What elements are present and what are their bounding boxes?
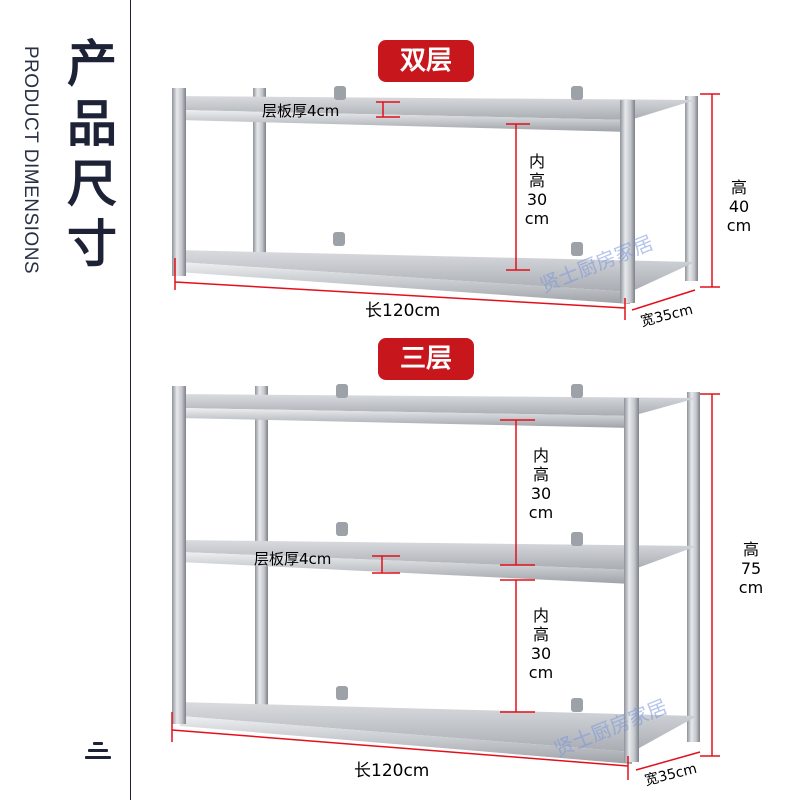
three-tier-upper-inner-height-label: 内 高 30 cm	[528, 446, 554, 522]
two-tier-height-label: 高 40 cm	[726, 178, 752, 235]
two-tier-badge: 双层	[378, 40, 474, 82]
product-dimensions-zh-title: 产 品 尺 寸	[67, 35, 117, 273]
two-tier-inner-height-label: 内 高 30 cm	[524, 152, 550, 228]
sidebar-divider	[130, 0, 131, 800]
two-tier-thickness-label: 层板厚4cm	[262, 102, 340, 120]
three-tier-lower-inner-height-label: 内 高 30 cm	[528, 606, 554, 682]
three-tier-height-label: 高 75 cm	[738, 540, 764, 597]
hamburger-icon[interactable]	[84, 742, 112, 762]
three-tier-badge: 三层	[378, 338, 474, 380]
three-tier-thickness-label: 层板厚4cm	[254, 550, 332, 568]
two-tier-length-label: 长120cm	[365, 301, 441, 321]
three-tier-length-label: 长120cm	[354, 761, 430, 781]
